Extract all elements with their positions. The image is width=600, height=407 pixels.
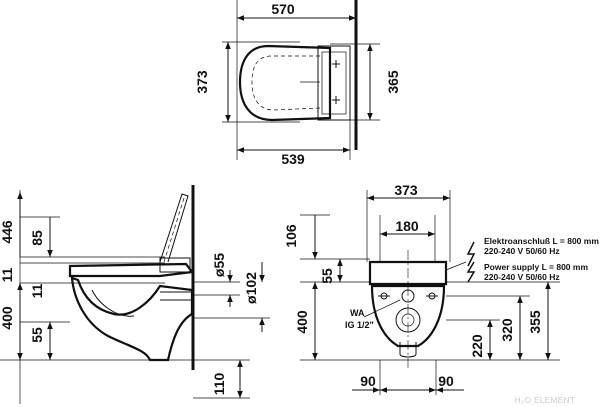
side-view: 446 85 11 11 400 55 ø55 — [0, 185, 270, 404]
dim-373-top: 373 — [194, 70, 210, 94]
dim-11-a: 11 — [0, 267, 15, 282]
lightning-icon-2 — [466, 261, 476, 283]
label-ig: IG 1/2" — [345, 320, 374, 330]
note-de-line2: 220-240 V 50/60 Hz — [484, 246, 560, 256]
dim-d55: ø55 — [211, 253, 227, 277]
dim-446: 446 — [0, 220, 15, 244]
dim-373-front: 373 — [394, 182, 418, 198]
label-wa: WA — [350, 308, 365, 318]
top-view: 570 539 373 365 — [194, 0, 401, 167]
dim-110: 110 — [211, 372, 227, 395]
dim-55-side: 55 — [29, 327, 45, 343]
dim-d102: ø102 — [243, 272, 259, 304]
dim-400-front: 400 — [294, 310, 310, 334]
note-en-line2: 220-240 V 50/60 Hz — [484, 272, 560, 282]
front-view: 373 180 106 55 400 — [283, 182, 599, 395]
note-de-line1: Elektroanschluß L = 800 mm — [484, 236, 599, 246]
dim-90-right: 90 — [438, 373, 454, 389]
dim-320: 320 — [499, 318, 515, 342]
dim-220: 220 — [469, 334, 485, 358]
lightning-icon — [466, 241, 476, 267]
dim-180: 180 — [395, 218, 419, 234]
dim-85: 85 — [29, 230, 45, 246]
watermark: H₂O ELEMENT — [515, 396, 576, 405]
note-en-line1: Power supply L = 800 mm — [484, 262, 588, 272]
dim-570: 570 — [271, 1, 295, 17]
dim-539: 539 — [281, 151, 305, 167]
dim-106: 106 — [283, 224, 299, 248]
dim-400-side: 400 — [0, 306, 15, 330]
dim-55-front: 55 — [319, 268, 335, 284]
dim-365: 365 — [385, 70, 401, 94]
dim-355: 355 — [527, 310, 543, 334]
dim-90-left: 90 — [360, 373, 376, 389]
dim-11-b: 11 — [29, 283, 45, 298]
